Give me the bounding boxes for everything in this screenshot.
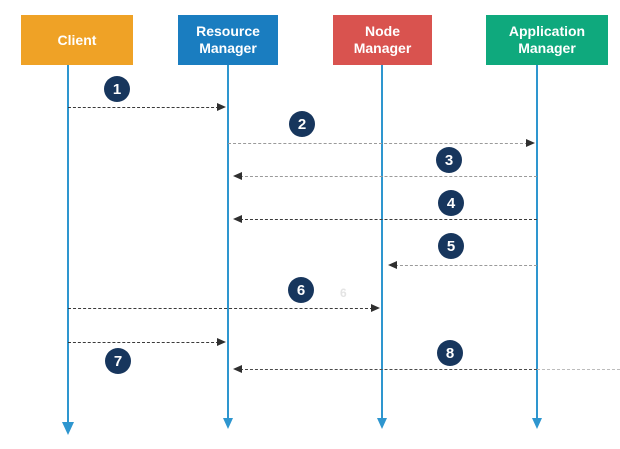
actor-box-node-manager: Node Manager [333, 15, 432, 65]
message-5-number: 5 [446, 237, 456, 255]
message-8-badge: 8 [437, 340, 463, 366]
lifeline-arrowhead-resource-manager [223, 418, 233, 429]
message-2-arrowhead [526, 139, 535, 147]
message-4-arrowhead [233, 215, 242, 223]
message-8-line [240, 369, 537, 370]
message-1-badge: 1 [104, 76, 130, 102]
message-1-arrowhead [217, 103, 226, 111]
message-1-line [68, 107, 219, 108]
message-4-badge: 4 [438, 190, 464, 216]
message-6-line [68, 308, 373, 309]
actor-label-client: Client [57, 31, 97, 48]
message-3-number: 3 [444, 151, 454, 169]
lifeline-application-manager [536, 65, 538, 419]
message-3-badge: 3 [436, 147, 462, 173]
message-4-line [240, 219, 537, 220]
lifeline-resource-manager [227, 65, 229, 419]
message-8-arrowhead [233, 365, 242, 373]
message-3-line [240, 176, 537, 177]
message-8-faint-tail-line [537, 369, 620, 370]
lifeline-arrowhead-application-manager [532, 418, 542, 429]
message-6-arrowhead [371, 304, 380, 312]
lifeline-arrowhead-client [61, 422, 74, 435]
actor-box-client: Client [21, 15, 133, 65]
actor-label-application-manager: Application Manager [508, 23, 586, 56]
lifeline-arrowhead-node-manager [377, 418, 387, 429]
message-2-number: 2 [297, 115, 307, 133]
message-2-badge: 2 [289, 111, 315, 137]
actor-box-resource-manager: Resource Manager [178, 15, 278, 65]
message-1-number: 1 [112, 80, 122, 98]
actor-label-node-manager: Node Manager [353, 23, 412, 56]
message-3-arrowhead [233, 172, 242, 180]
message-7-number: 7 [113, 352, 123, 370]
message-6-number: 6 [296, 281, 306, 299]
lifeline-client [67, 65, 69, 423]
message-5-line [395, 265, 537, 266]
message-7-badge: 7 [105, 348, 131, 374]
message-5-badge: 5 [438, 233, 464, 259]
message-7-arrowhead [217, 338, 226, 346]
message-7-line [68, 342, 219, 343]
ghost-number-6: 6 [340, 286, 347, 300]
message-8-number: 8 [445, 344, 455, 362]
actor-box-application-manager: Application Manager [486, 15, 608, 65]
actor-label-resource-manager: Resource Manager [196, 23, 260, 56]
message-6-badge: 6 [288, 277, 314, 303]
lifeline-node-manager [381, 65, 383, 419]
message-4-number: 4 [446, 194, 456, 212]
message-2-line [228, 143, 528, 144]
message-5-arrowhead [388, 261, 397, 269]
